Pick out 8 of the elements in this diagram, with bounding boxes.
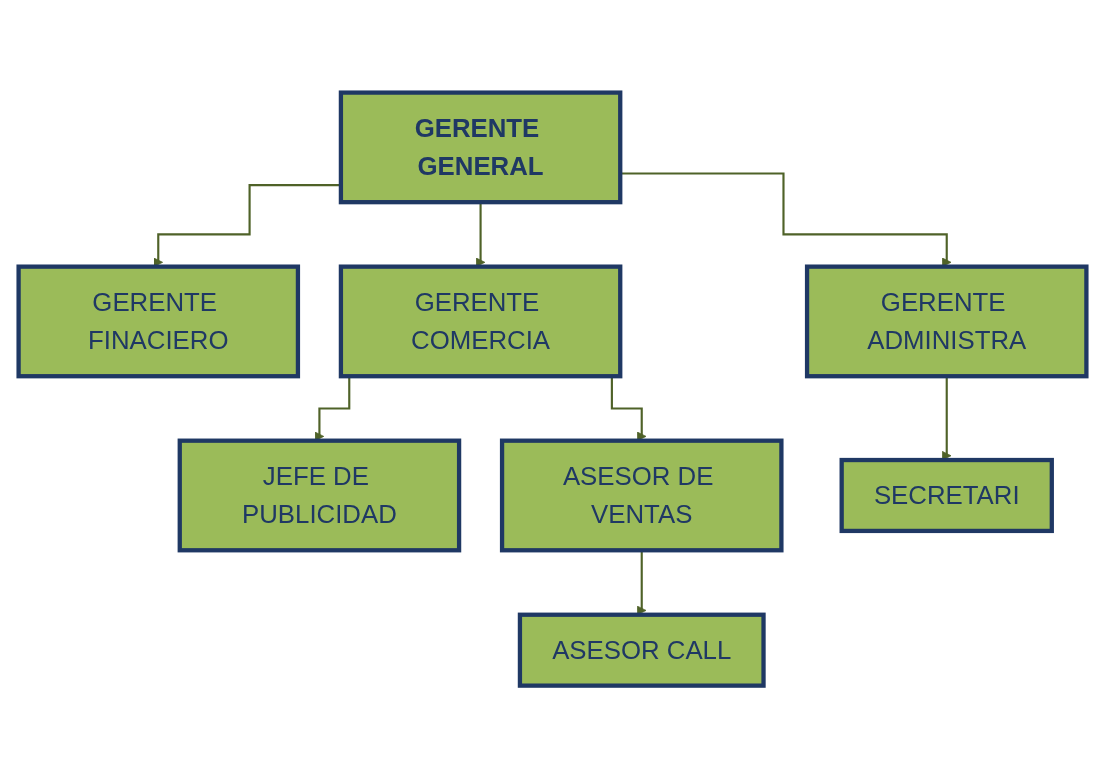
node-box: ASESOR CALL [517,612,766,689]
node-box: GERENTE ADMINISTRA [804,264,1089,379]
node-box: ASESOR DE VENTAS [499,438,784,553]
node-box: SECRETARI [839,458,1054,534]
node-box: JEFE DE PUBLICIDAD [177,438,462,553]
node-box: GERENTE FINACIERO [16,264,301,379]
node-box: GERENTE COMERCIA [338,264,623,379]
node-box: GERENTE GENERAL [338,90,623,205]
